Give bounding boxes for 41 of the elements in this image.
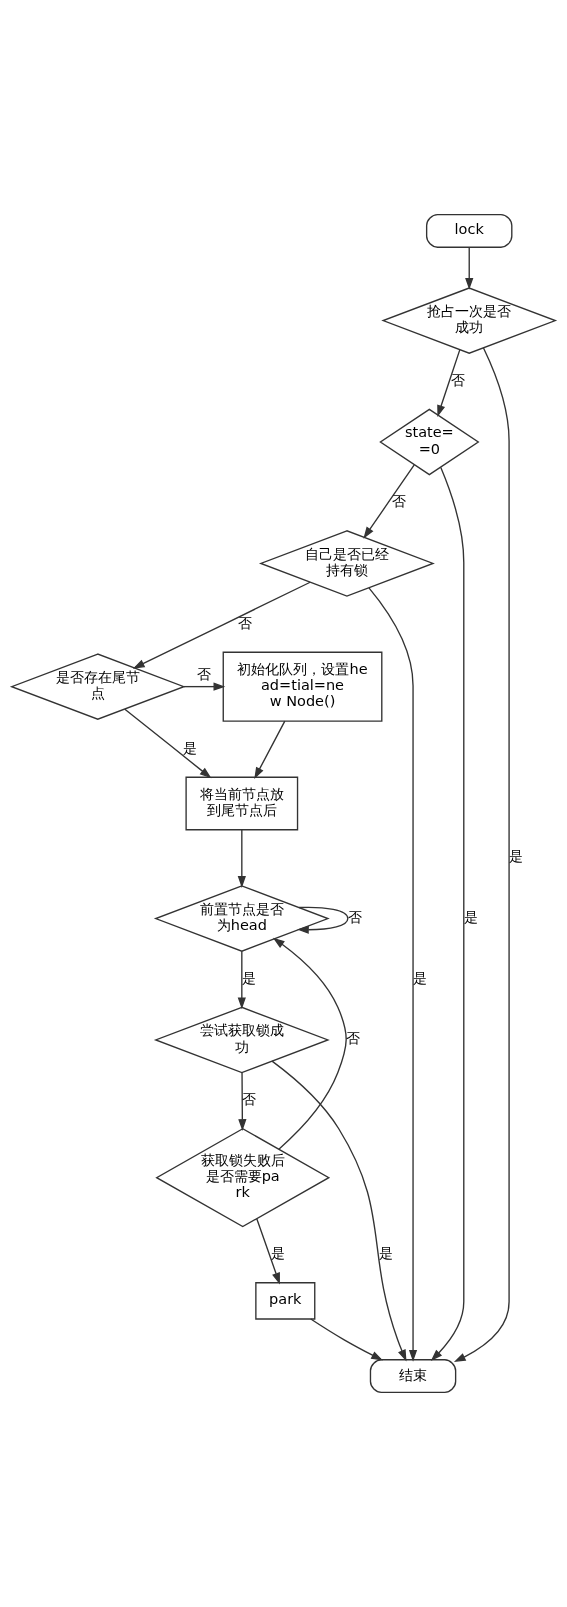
arrow xyxy=(430,466,465,1361)
arrow xyxy=(254,720,286,779)
node-diamond: 自己是否已经持有锁 xyxy=(258,530,435,597)
edge-label: 否 xyxy=(346,1030,361,1047)
node-diamond: state==0 xyxy=(379,408,480,476)
arrow xyxy=(368,587,418,1362)
arrow xyxy=(183,682,226,691)
edge-label: 是 xyxy=(464,909,479,925)
arrow xyxy=(237,829,246,888)
node-box: lock xyxy=(425,213,513,248)
edge-label: 是 xyxy=(378,1245,393,1262)
arrow xyxy=(271,1060,407,1362)
node-box: 结束 xyxy=(369,1359,457,1394)
edge-label: 是 xyxy=(242,969,257,986)
node-box: 将当前节点放到尾节点后 xyxy=(185,776,299,831)
edge-label: 否 xyxy=(237,614,252,631)
arrow xyxy=(297,906,349,934)
arrow xyxy=(453,347,510,1362)
edge-label: 否 xyxy=(392,493,407,510)
node-box: park xyxy=(255,1282,316,1320)
node-diamond: 抢占一次是否成功 xyxy=(381,287,558,354)
arrow xyxy=(310,1318,383,1361)
node-diamond: 获取锁失败后是否需要park xyxy=(155,1127,331,1228)
arrow xyxy=(256,1218,280,1285)
edge-label: 否 xyxy=(348,909,363,925)
arrow xyxy=(272,937,347,1150)
arrow xyxy=(237,950,246,1010)
node-box: 初始化队列，设置head=tial=new Node() xyxy=(222,651,383,722)
arrow xyxy=(238,1072,247,1131)
edge-label: 是 xyxy=(271,1245,286,1262)
edge-label: 否 xyxy=(196,666,211,683)
arrow xyxy=(437,349,461,417)
edge-label: 是 xyxy=(183,739,198,756)
node-diamond: 尝试获取锁成功 xyxy=(153,1006,330,1074)
arrow xyxy=(124,708,212,779)
arrow xyxy=(363,464,415,539)
node-diamond: 前置节点是否为head xyxy=(153,885,330,952)
arrow xyxy=(465,246,474,290)
node-diamond: 是否存在尾节点 xyxy=(9,653,186,720)
arrow xyxy=(132,581,311,669)
edge-label: 否 xyxy=(451,371,466,388)
